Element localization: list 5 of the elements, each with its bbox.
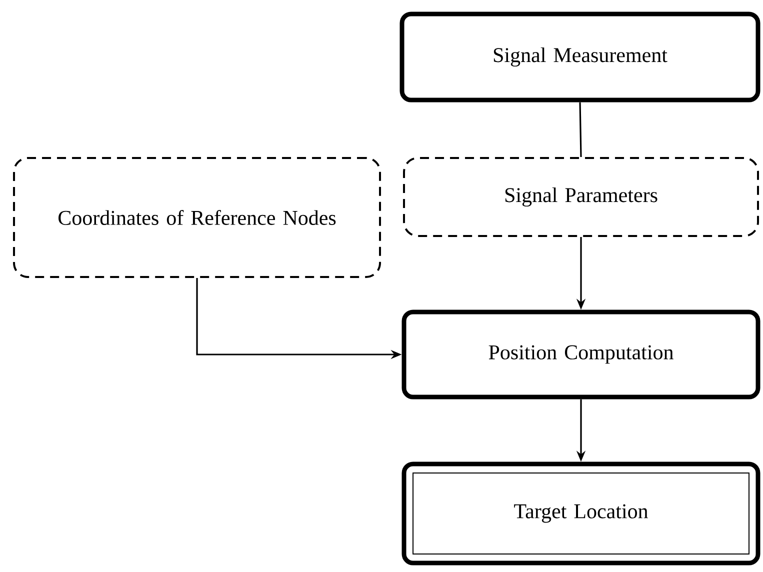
process-box: Signal Measurement (400, 12, 760, 102)
process-box: Position Computation (402, 310, 760, 400)
process-box: Target Location (402, 462, 760, 566)
data-box: Coordinates of Reference Nodes (13, 157, 381, 278)
data-box: Signal Parameters (403, 157, 759, 237)
